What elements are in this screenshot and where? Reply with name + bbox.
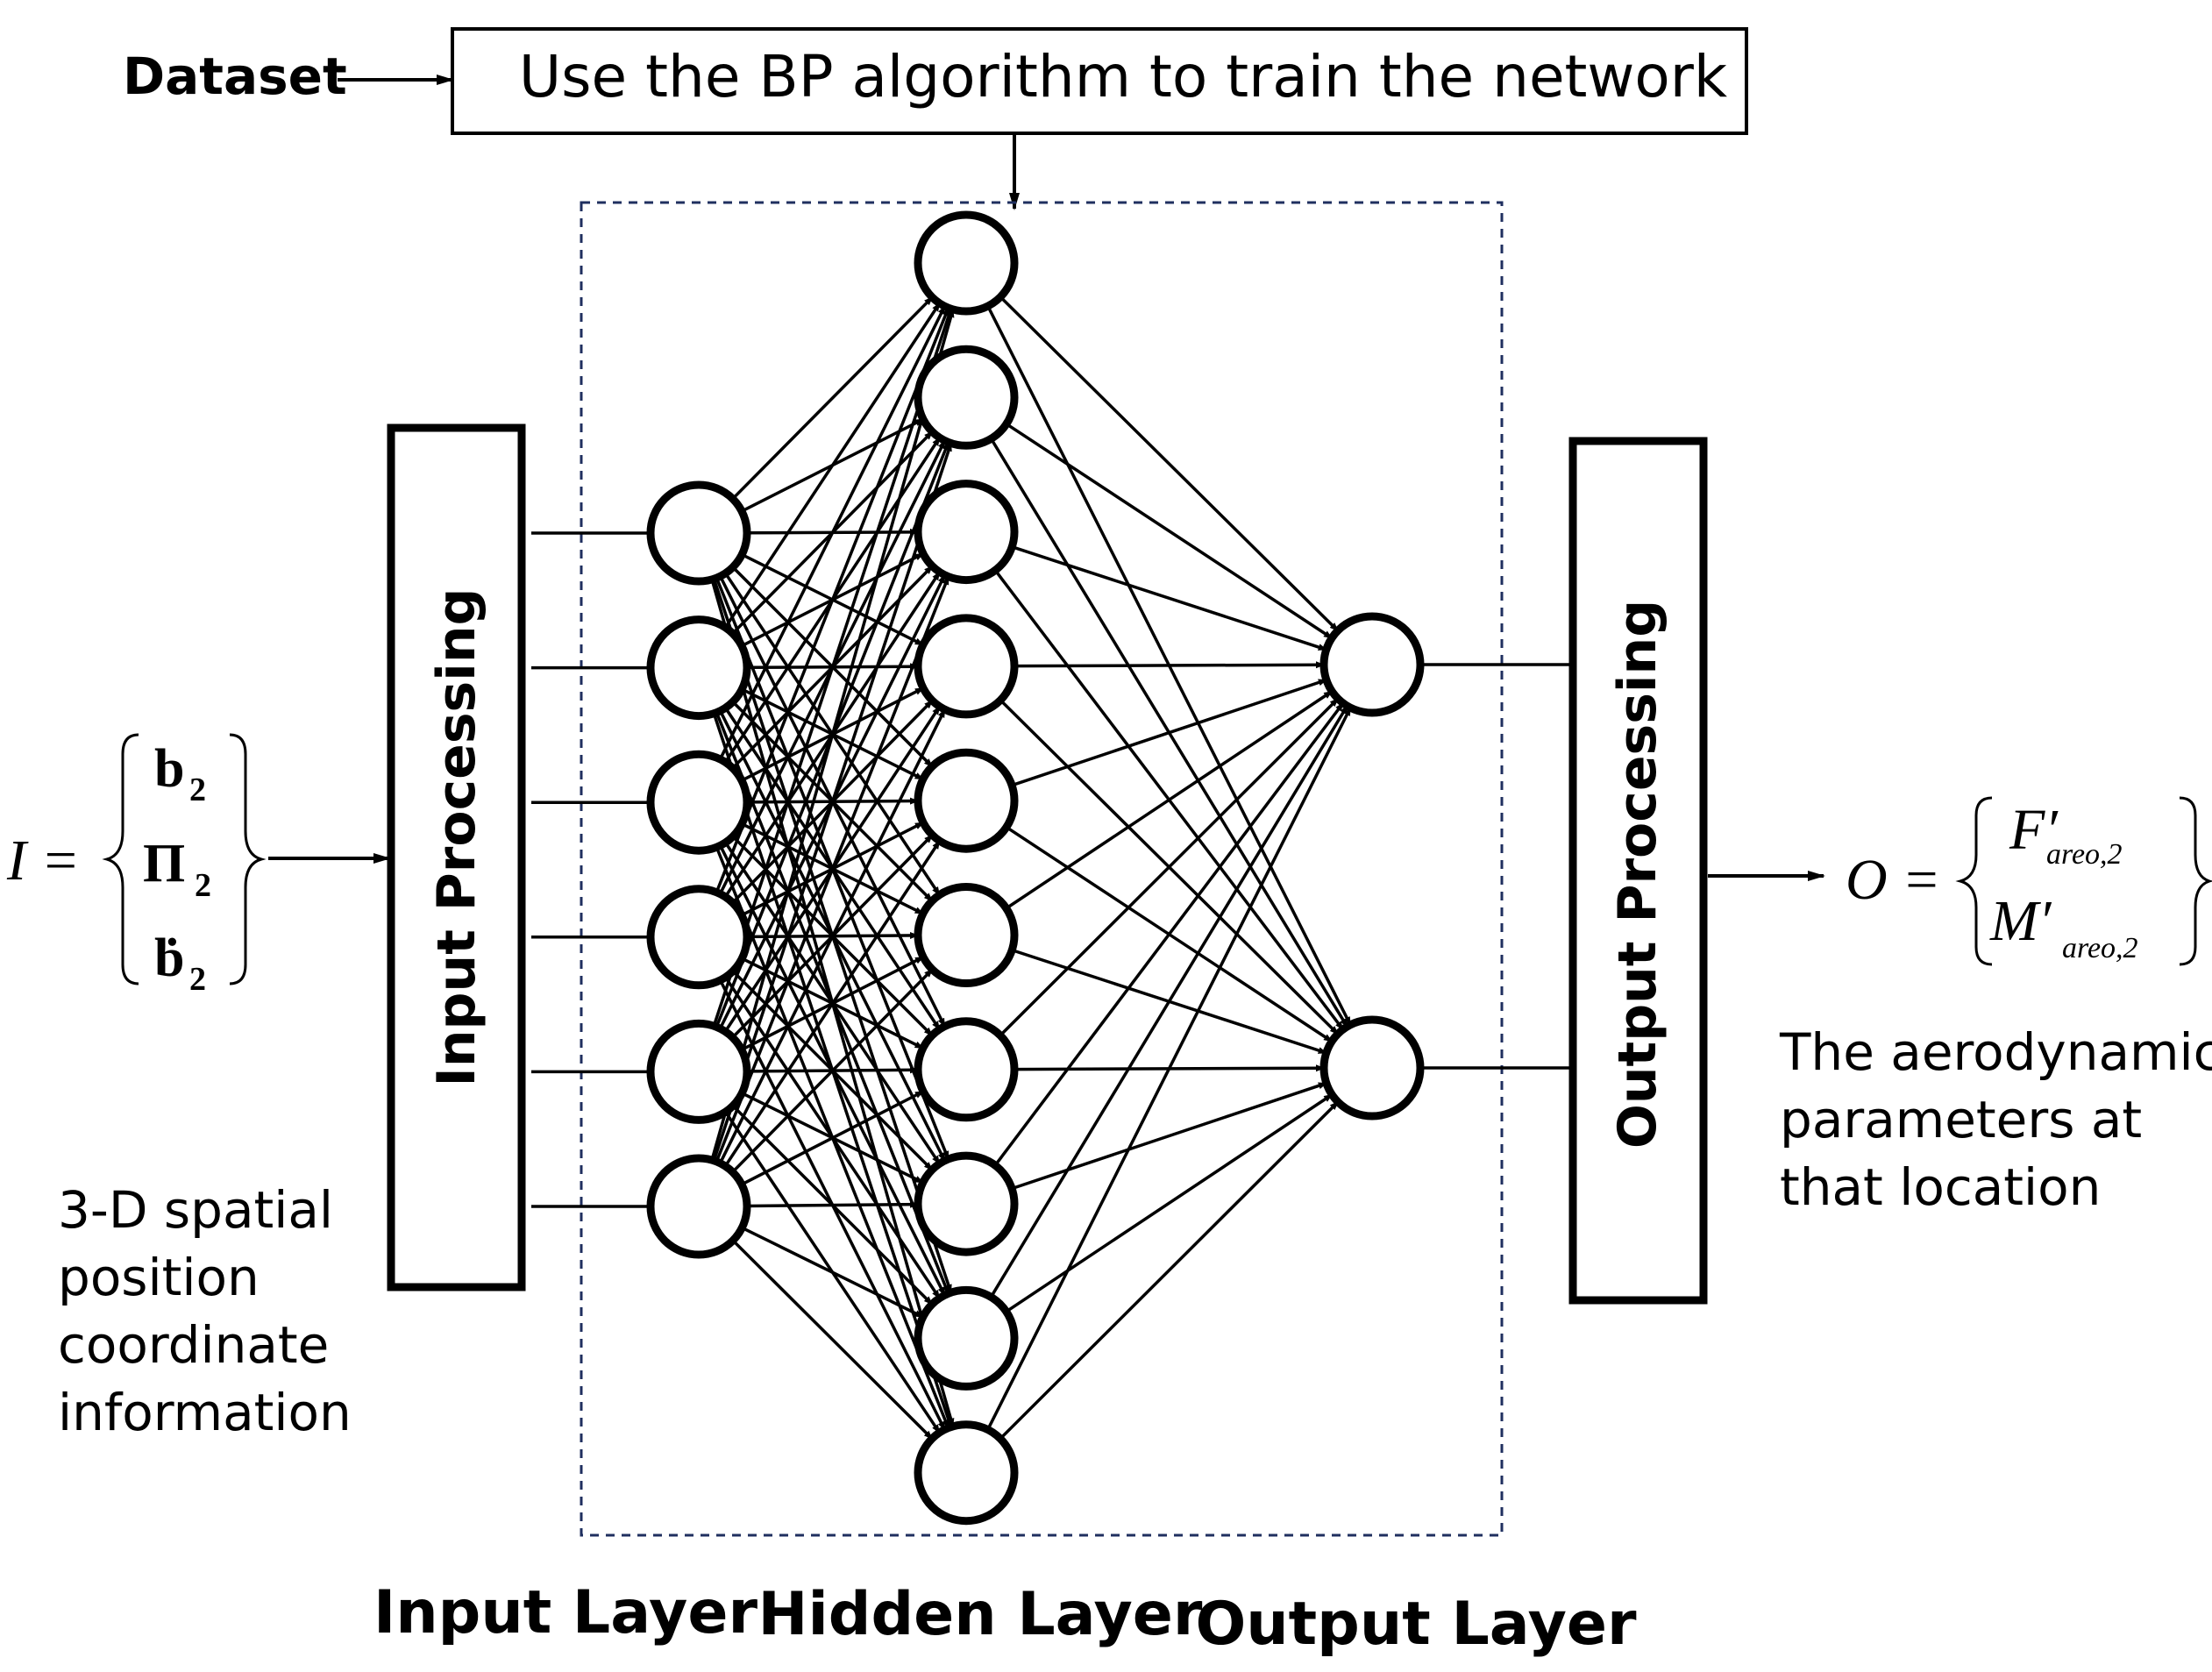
input-node-4 [646, 885, 751, 990]
hidden-node-7 [914, 1017, 1019, 1122]
training-box [451, 27, 1748, 135]
connection-input-6-hidden-6 [731, 968, 934, 1174]
connections-group [710, 295, 1352, 1441]
input-description-line-4: information [58, 1383, 352, 1442]
connection-input-3-hidden-1 [718, 305, 947, 760]
connection-hidden-10-output-1 [986, 707, 1352, 1431]
hidden-node-5 [914, 748, 1019, 853]
input-formula-lhs: I = [6, 829, 80, 893]
connection-input-6-hidden-3 [715, 575, 950, 1163]
dataset-label: Dataset [123, 46, 347, 106]
output-description: The aerodynamic parameters at that locat… [1779, 1022, 2212, 1217]
output-feed-lines [1420, 663, 1571, 1070]
input-row1-main: b [154, 739, 184, 799]
input-feed-lines [531, 531, 651, 1208]
hidden-node-3 [914, 480, 1019, 585]
input-description-line-2: position [58, 1248, 260, 1307]
hidden-layer-label: Hidden Layer [758, 1580, 1203, 1649]
connection-input-6-hidden-1 [710, 308, 955, 1161]
connection-input-6-hidden-10 [731, 1239, 934, 1441]
input-row2-main: Π [143, 834, 185, 893]
input-row2-sub: 2 [195, 867, 211, 904]
connection-hidden-1-output-1 [999, 295, 1340, 632]
input-node-5 [646, 1019, 751, 1124]
hidden-node-6 [914, 883, 1019, 987]
connection-input-2-hidden-1 [723, 302, 942, 629]
connection-hidden-7-output-1 [999, 697, 1340, 1037]
connection-hidden-8-output-2 [1011, 1081, 1327, 1191]
connection-hidden-3-output-1 [1011, 545, 1327, 651]
hidden-node-10 [914, 1420, 1019, 1526]
output-node-1 [1319, 612, 1425, 717]
output-node-2 [1319, 1015, 1425, 1121]
hidden-node-1 [914, 210, 1019, 316]
connection-hidden-6-output-1 [1005, 690, 1334, 910]
input-layer-label: Input Layer [373, 1578, 758, 1647]
output-layer-label: Output Layer [1195, 1590, 1637, 1659]
connection-hidden-8-output-1 [993, 701, 1345, 1167]
connection-hidden-5-output-1 [1011, 678, 1327, 787]
input-row3-main: ḃ [154, 928, 184, 988]
connection-input-6-hidden-7 [741, 1090, 924, 1186]
connection-input-4-hidden-1 [715, 307, 950, 893]
connection-input-6-hidden-9 [741, 1226, 924, 1319]
connection-input-6-hidden-2 [712, 442, 953, 1162]
connection-input-5-hidden-1 [712, 308, 953, 1027]
input-node-3 [646, 750, 751, 855]
output-row1-main: F′ [2009, 798, 2059, 862]
input-row1-sub: 2 [189, 772, 206, 808]
input-node-6 [646, 1154, 751, 1259]
input-node-1 [646, 480, 751, 586]
output-processing-label: Output Processing [1607, 600, 1668, 1149]
training-box-text: Use the BP algorithm to train the networ… [519, 43, 1728, 110]
hidden-node-9 [914, 1285, 1019, 1391]
input-formula-left-brace [102, 733, 139, 985]
output-row1-sub: areo,2 [2046, 838, 2123, 871]
output-row2-sub: areo,2 [2062, 932, 2138, 964]
input-processing-label: Input Processing [426, 588, 487, 1087]
nodes-group [646, 210, 1425, 1526]
connection-input-6-hidden-4 [718, 708, 947, 1164]
connection-input-6-hidden-8 [746, 1200, 920, 1208]
output-description-line-1: The aerodynamic [1779, 1022, 2212, 1082]
input-formula-right-brace [229, 733, 267, 985]
output-description-line-2: parameters at [1780, 1090, 2142, 1149]
input-description: 3-D spatial position coordinate informat… [58, 1180, 352, 1442]
output-formula-right-brace [2179, 796, 2212, 966]
hidden-node-2 [914, 345, 1019, 450]
output-description-line-3: that location [1780, 1157, 2101, 1217]
connection-hidden-10-output-2 [999, 1100, 1340, 1441]
hidden-node-4 [914, 614, 1019, 719]
output-processing-box [1568, 437, 1708, 1305]
input-row3-sub: 2 [189, 961, 206, 998]
connection-hidden-9-output-2 [1005, 1093, 1334, 1313]
connection-input-1-hidden-1 [731, 295, 934, 501]
input-formula: I = b 2 Π 2 ḃ 2 [6, 733, 267, 998]
output-formula-left-brace [1955, 796, 1993, 966]
input-processing-box [387, 423, 526, 1291]
connection-hidden-9-output-1 [989, 705, 1349, 1298]
output-formula: O = F′ areo,2 M′ areo,2 [1846, 796, 2212, 966]
connection-hidden-2-output-1 [1005, 423, 1334, 640]
input-description-line-3: coordinate [58, 1315, 329, 1375]
output-formula-lhs: O = [1846, 848, 1941, 912]
network-boundary [580, 201, 1504, 1537]
input-description-line-1: 3-D spatial [58, 1180, 333, 1240]
output-row2-main: M′ [1989, 889, 2052, 953]
connection-input-6-hidden-5 [723, 840, 942, 1168]
hidden-node-8 [914, 1151, 1019, 1256]
input-node-2 [646, 615, 751, 721]
